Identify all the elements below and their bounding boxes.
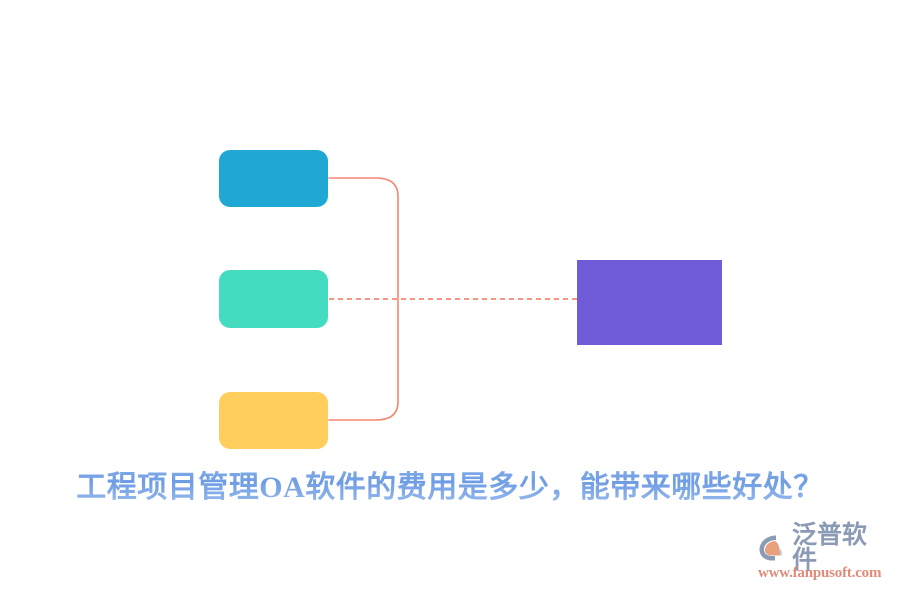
brand-logo-top: 泛普软件	[758, 523, 890, 573]
diagram-node-purple[interactable]	[577, 260, 722, 345]
diagram-node-green[interactable]	[219, 270, 328, 328]
brand-name: 泛普软件	[792, 522, 868, 574]
diagram-node-blue[interactable]	[219, 150, 328, 207]
brand-url: www.fanpusoft.com	[758, 565, 882, 581]
page-title: 工程项目管理OA软件的费用是多少，能带来哪些好处？	[0, 462, 900, 506]
fanpu-logo-icon	[759, 535, 783, 561]
flow-diagram	[219, 150, 722, 449]
brand-logo[interactable]: 泛普软件 www.fanpusoft.com	[758, 523, 890, 588]
diagram-connectors	[328, 177, 577, 421]
diagram-node-yellow[interactable]	[219, 392, 328, 449]
connector-bracket-blue-yellow	[328, 177, 399, 421]
